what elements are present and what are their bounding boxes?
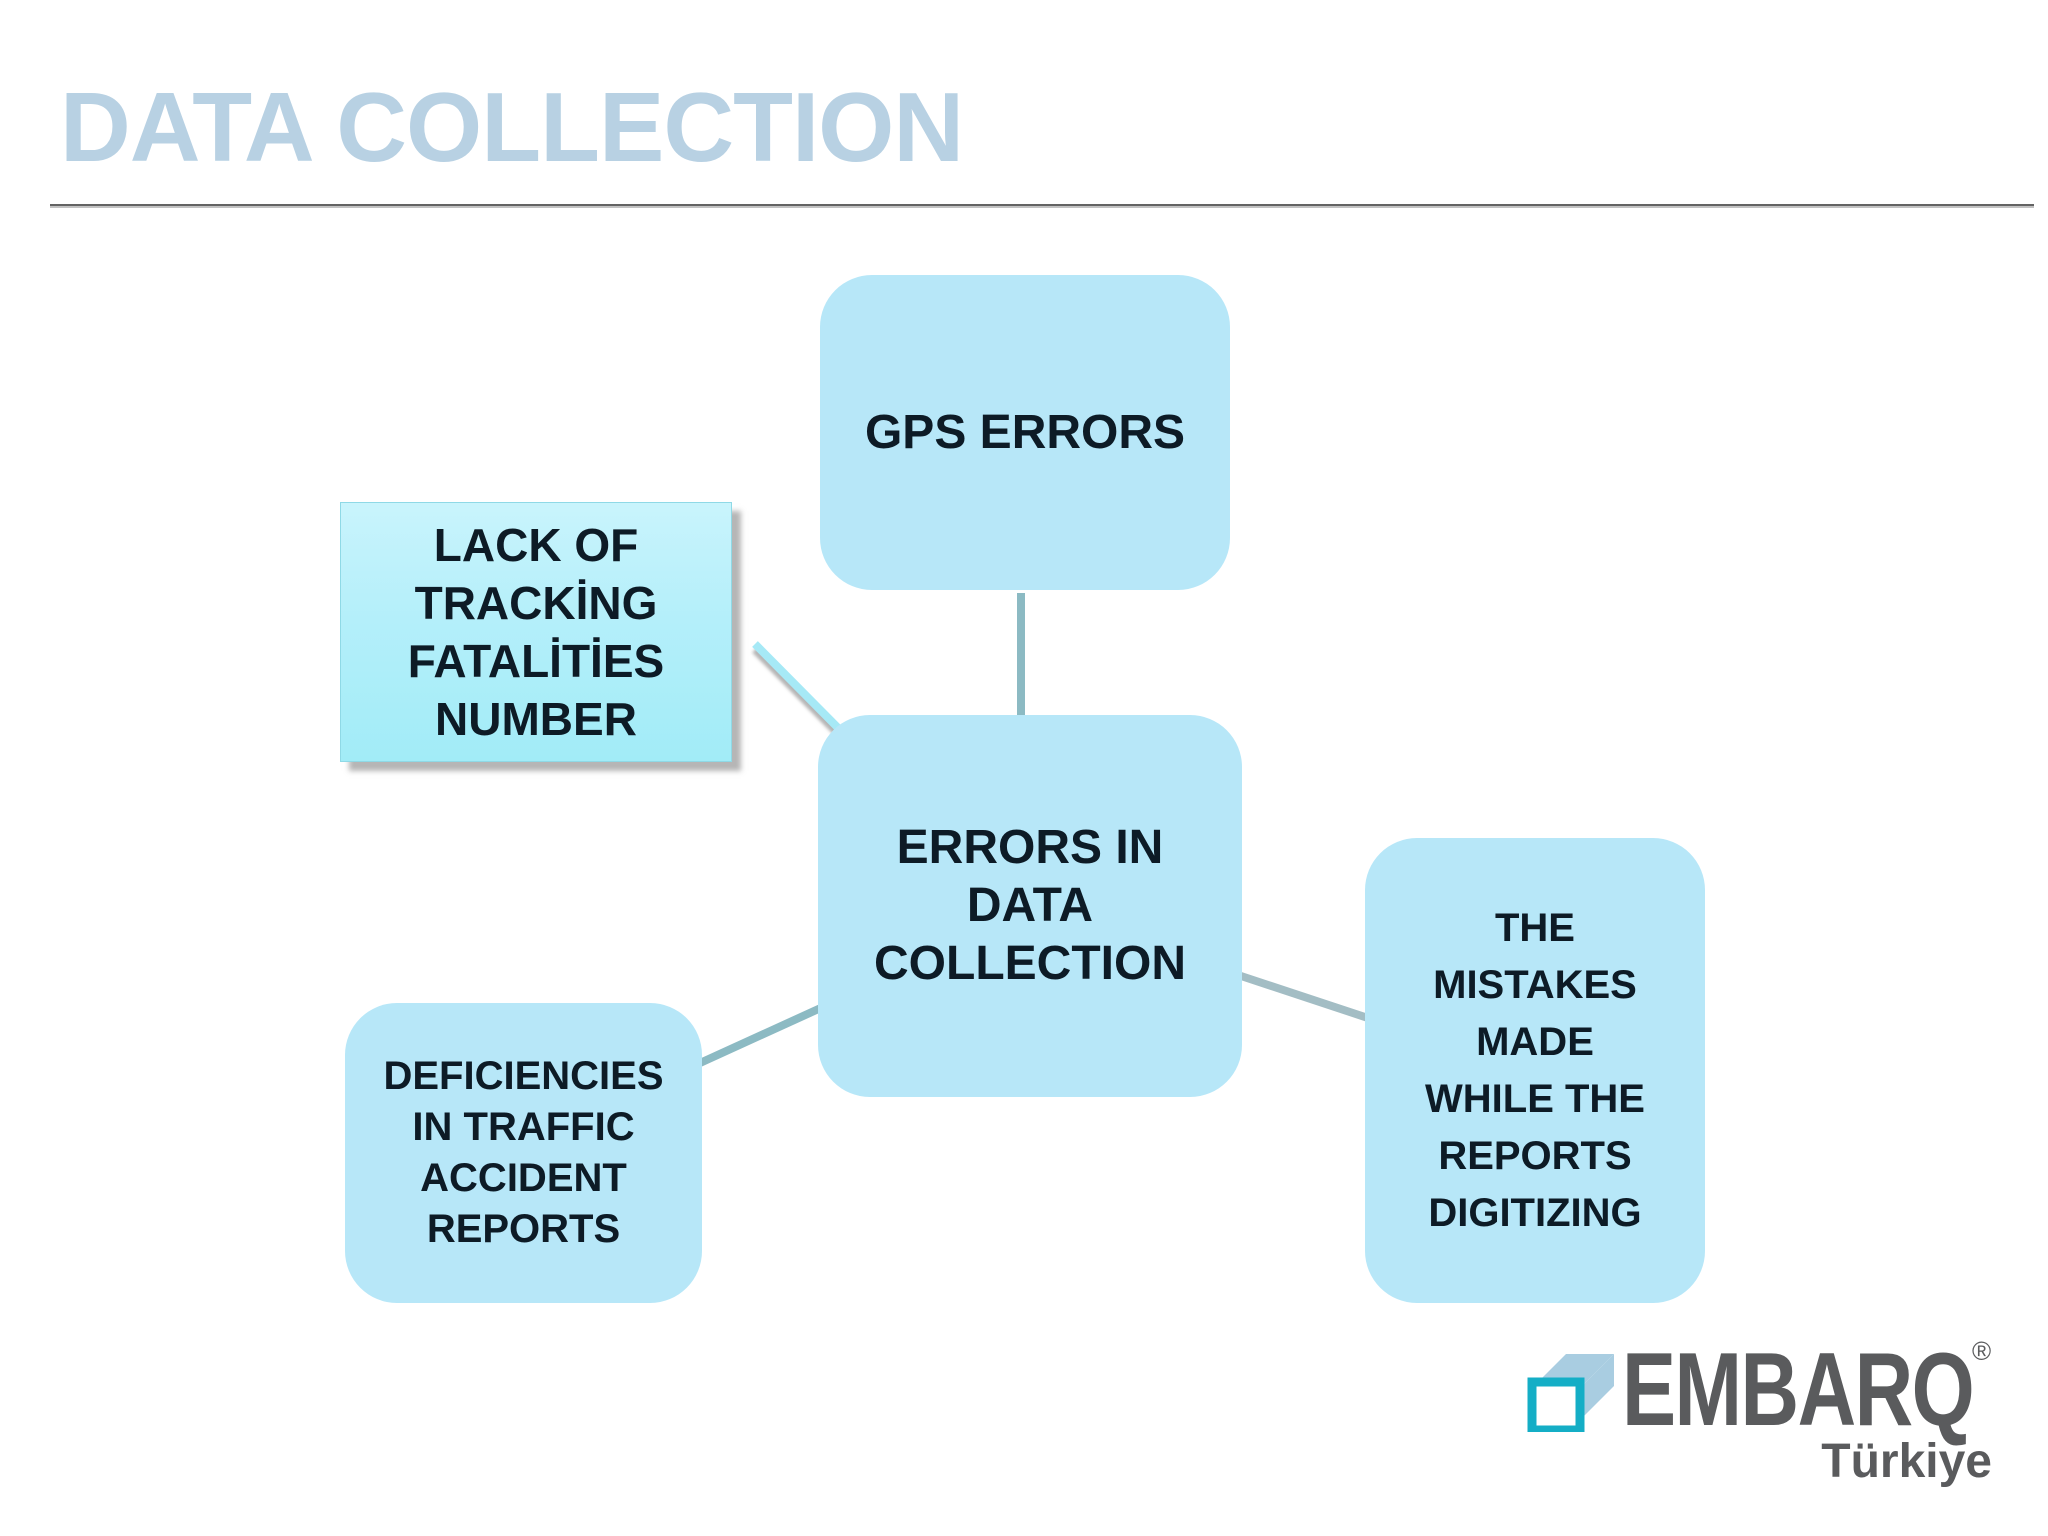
connector-bottom-left-to-center [698,1003,825,1067]
connector-center-to-right [1236,971,1370,1022]
node-gps-errors: GPS ERRORS [820,275,1230,590]
connector-top-to-center [1017,593,1025,719]
logo-region-label: Türkiye [1821,1435,1992,1488]
node-mistakes-digitizing: THE MISTAKES MADE WHILE THE REPORTS DIGI… [1365,838,1705,1303]
embarq-cube-icon [1527,1354,1614,1432]
page-title: DATA COLLECTION [60,72,964,182]
node-errors-in-data-collection: ERRORS IN DATA COLLECTION [818,715,1242,1097]
node-deficiencies-reports: DEFICIENCIES IN TRAFFIC ACCIDENT REPORTS [345,1003,702,1303]
title-divider [50,204,2034,208]
node-lack-of-tracking-callout: LACK OF TRACKİNG FATALİTİES NUMBER [340,502,732,762]
embarq-wordmark: EMBARQ [1622,1332,1975,1448]
embarq-logo: EMBARQ ® Türkiye [1524,1338,1994,1498]
registered-trademark-symbol: ® [1972,1336,1992,1366]
